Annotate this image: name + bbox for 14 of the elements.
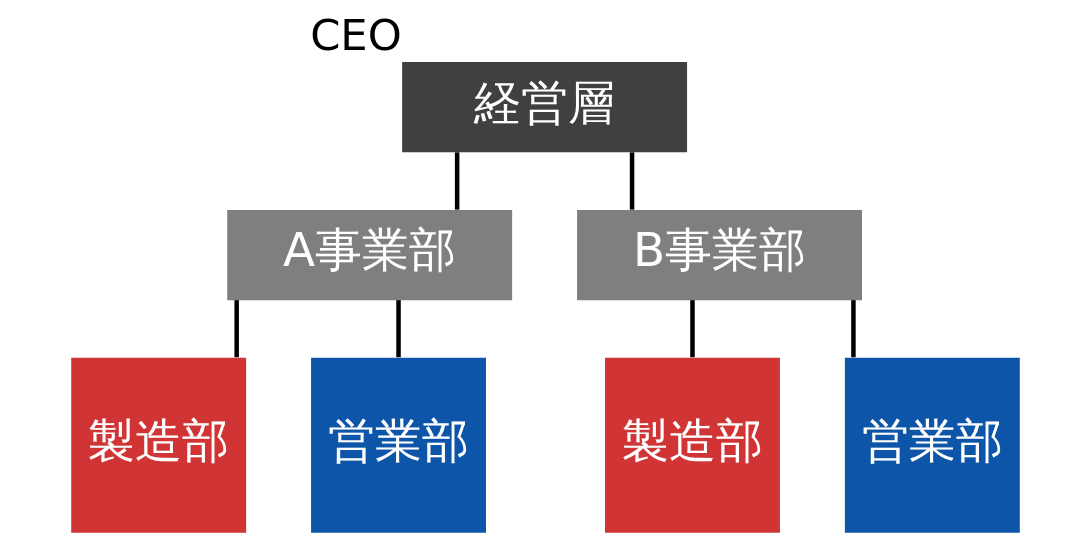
node-box: B事業部 — [577, 210, 862, 301]
node-box: 営業部 — [311, 357, 486, 533]
node-box: 製造部 — [71, 357, 247, 533]
connector — [454, 152, 460, 210]
node-box: 製造部 — [605, 357, 780, 533]
node-box: 経営層 — [402, 62, 688, 153]
connector — [690, 300, 695, 358]
connector — [629, 152, 635, 210]
node-label: CEO — [310, 9, 402, 60]
node-box: 営業部 — [844, 357, 1020, 533]
connector — [234, 300, 239, 358]
connector — [851, 300, 856, 358]
connector — [396, 300, 401, 358]
node-box: A事業部 — [227, 210, 513, 301]
